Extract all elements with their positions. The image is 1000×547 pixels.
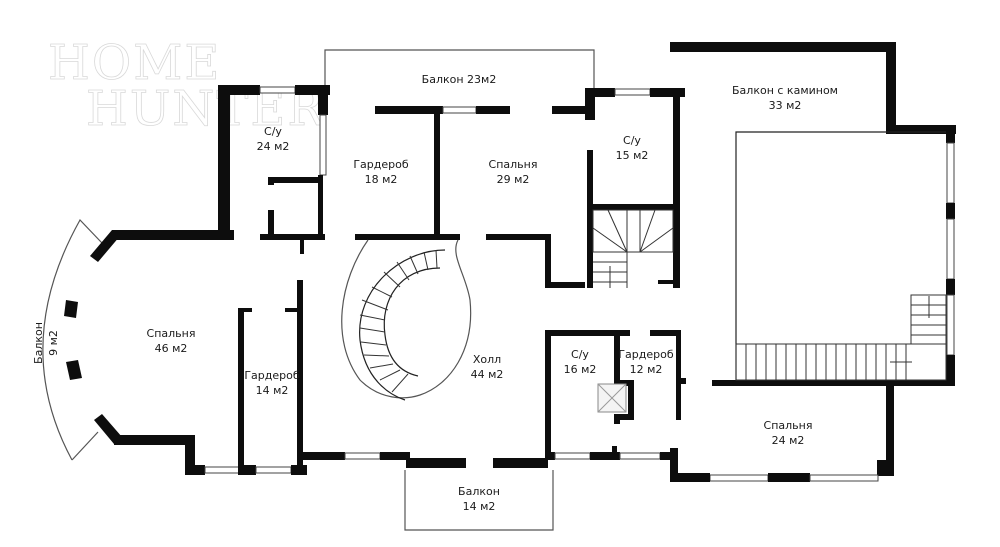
room-area: 15 м2 (615, 149, 649, 162)
room-bedroom-24: Спальня 24 м2 (764, 418, 813, 448)
room-area: 14 м2 (462, 500, 496, 513)
room-area: 33 м2 (768, 99, 802, 112)
room-name: Спальня (763, 419, 813, 432)
balcony-top-outline (324, 49, 595, 92)
shower-icon (597, 383, 627, 413)
room-name: Балкон с камином (732, 84, 838, 97)
room-wc-16: С/у 16 м2 (564, 347, 597, 377)
room-area: 12 м2 (629, 363, 663, 376)
spiral-staircase (341, 239, 472, 401)
room-name: Балкон 23м2 (421, 73, 497, 86)
room-area: 9 м2 (47, 330, 60, 356)
room-area: 24 м2 (256, 140, 290, 153)
room-wardrobe-12: Гардероб 12 м2 (618, 347, 673, 377)
room-area: 16 м2 (563, 363, 597, 376)
watermark-line-1: HOME (48, 35, 222, 91)
stair-treads-horizontal (745, 344, 907, 380)
room-name: С/у (264, 125, 282, 138)
room-area: 14 м2 (255, 384, 289, 397)
room-name: С/у (623, 134, 641, 147)
room-name: Спальня (146, 327, 196, 340)
balcony-left-arc (42, 218, 103, 461)
room-name: Гардероб (244, 369, 300, 382)
room-area: 24 м2 (771, 434, 805, 447)
room-wardrobe-14: Гардероб 14 м2 (244, 368, 299, 398)
room-wardrobe-18: Гардероб 18 м2 (353, 157, 408, 187)
room-hall-44: Холл 44 м2 (471, 352, 504, 382)
room-name: Холл (472, 353, 502, 366)
room-balcony-14: Балкон 14 м2 (458, 484, 500, 514)
room-wc-15: С/у 15 м2 (616, 133, 649, 163)
room-balcony-top: Балкон 23м2 (422, 72, 497, 87)
room-name: С/у (571, 348, 589, 361)
room-area: 46 м2 (154, 342, 188, 355)
room-name: Гардероб (618, 348, 674, 361)
room-balcony-fireplace: Балкон с камином 33 м2 (732, 83, 838, 113)
room-bedroom-29: Спальня 29 м2 (489, 157, 538, 187)
room-area: 29 м2 (496, 173, 530, 186)
room-balcony-9: Балкон 9 м2 (31, 322, 61, 364)
room-name: Спальня (488, 158, 538, 171)
room-area: 44 м2 (470, 368, 504, 381)
balcony-bottom-outline (404, 470, 554, 531)
room-name: Балкон (458, 485, 500, 498)
room-wc-24: С/у 24 м2 (257, 124, 290, 154)
room-bedroom-46: Спальня 46 м2 (147, 326, 196, 356)
room-name: Балкон (32, 322, 45, 364)
room-name: Гардероб (353, 158, 409, 171)
room-area: 18 м2 (364, 173, 398, 186)
